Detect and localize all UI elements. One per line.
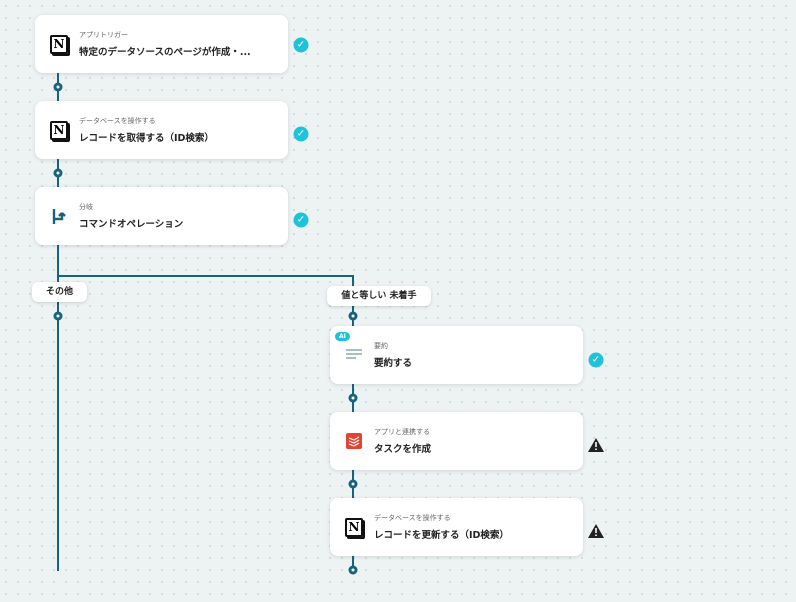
- summary-icon: [344, 345, 364, 365]
- add-step-node[interactable]: [348, 311, 358, 321]
- step-type: アプリトリガー: [79, 31, 128, 39]
- notion-icon: N: [344, 517, 364, 537]
- step-card-trigger[interactable]: N アプリトリガー 特定のデータソースのページが作成・...: [35, 15, 288, 73]
- add-step-node[interactable]: [348, 393, 358, 403]
- branch-connector: [57, 275, 354, 277]
- step-type: 要約: [374, 342, 388, 350]
- todoist-icon: [344, 431, 364, 451]
- check-icon: ✓: [588, 352, 604, 368]
- add-step-node[interactable]: [53, 168, 63, 178]
- step-card-summarize[interactable]: AI 要約 要約する: [330, 326, 583, 384]
- add-step-node[interactable]: [348, 565, 358, 575]
- step-title: 要約する: [374, 358, 413, 369]
- ai-badge: AI: [335, 332, 350, 341]
- step-card-create-task[interactable]: アプリと連携する タスクを作成: [330, 412, 583, 470]
- check-icon: ✓: [293, 126, 309, 142]
- branch-label-equals[interactable]: 値と等しい 未着手: [327, 286, 431, 306]
- step-type: データベースを操作する: [374, 514, 451, 522]
- step-title: タスクを作成: [374, 444, 432, 455]
- flow-line-left: [57, 73, 59, 571]
- step-title: レコードを更新する（ID検索）: [374, 530, 509, 541]
- add-step-node[interactable]: [53, 82, 63, 92]
- add-step-node[interactable]: [348, 479, 358, 489]
- warning-icon: [588, 524, 604, 538]
- notion-icon: N: [49, 120, 69, 140]
- check-icon: ✓: [293, 37, 309, 53]
- step-type: 分岐: [79, 203, 93, 211]
- step-title: レコードを取得する（ID検索）: [79, 133, 214, 144]
- step-title: 特定のデータソースのページが作成・...: [79, 47, 251, 58]
- branch-icon: [49, 206, 69, 226]
- step-card-get-record[interactable]: N データベースを操作する レコードを取得する（ID検索）: [35, 101, 288, 159]
- warning-icon: [588, 438, 604, 452]
- step-type: データベースを操作する: [79, 117, 156, 125]
- step-type: アプリと連携する: [374, 428, 430, 436]
- add-step-node[interactable]: [53, 311, 63, 321]
- step-card-update-record[interactable]: N データベースを操作する レコードを更新する（ID検索）: [330, 498, 583, 556]
- step-card-branch[interactable]: 分岐 コマンドオペレーション: [35, 187, 288, 245]
- check-icon: ✓: [293, 212, 309, 228]
- notion-icon: N: [49, 34, 69, 54]
- step-title: コマンドオペレーション: [79, 219, 184, 230]
- branch-label-other[interactable]: その他: [32, 282, 87, 302]
